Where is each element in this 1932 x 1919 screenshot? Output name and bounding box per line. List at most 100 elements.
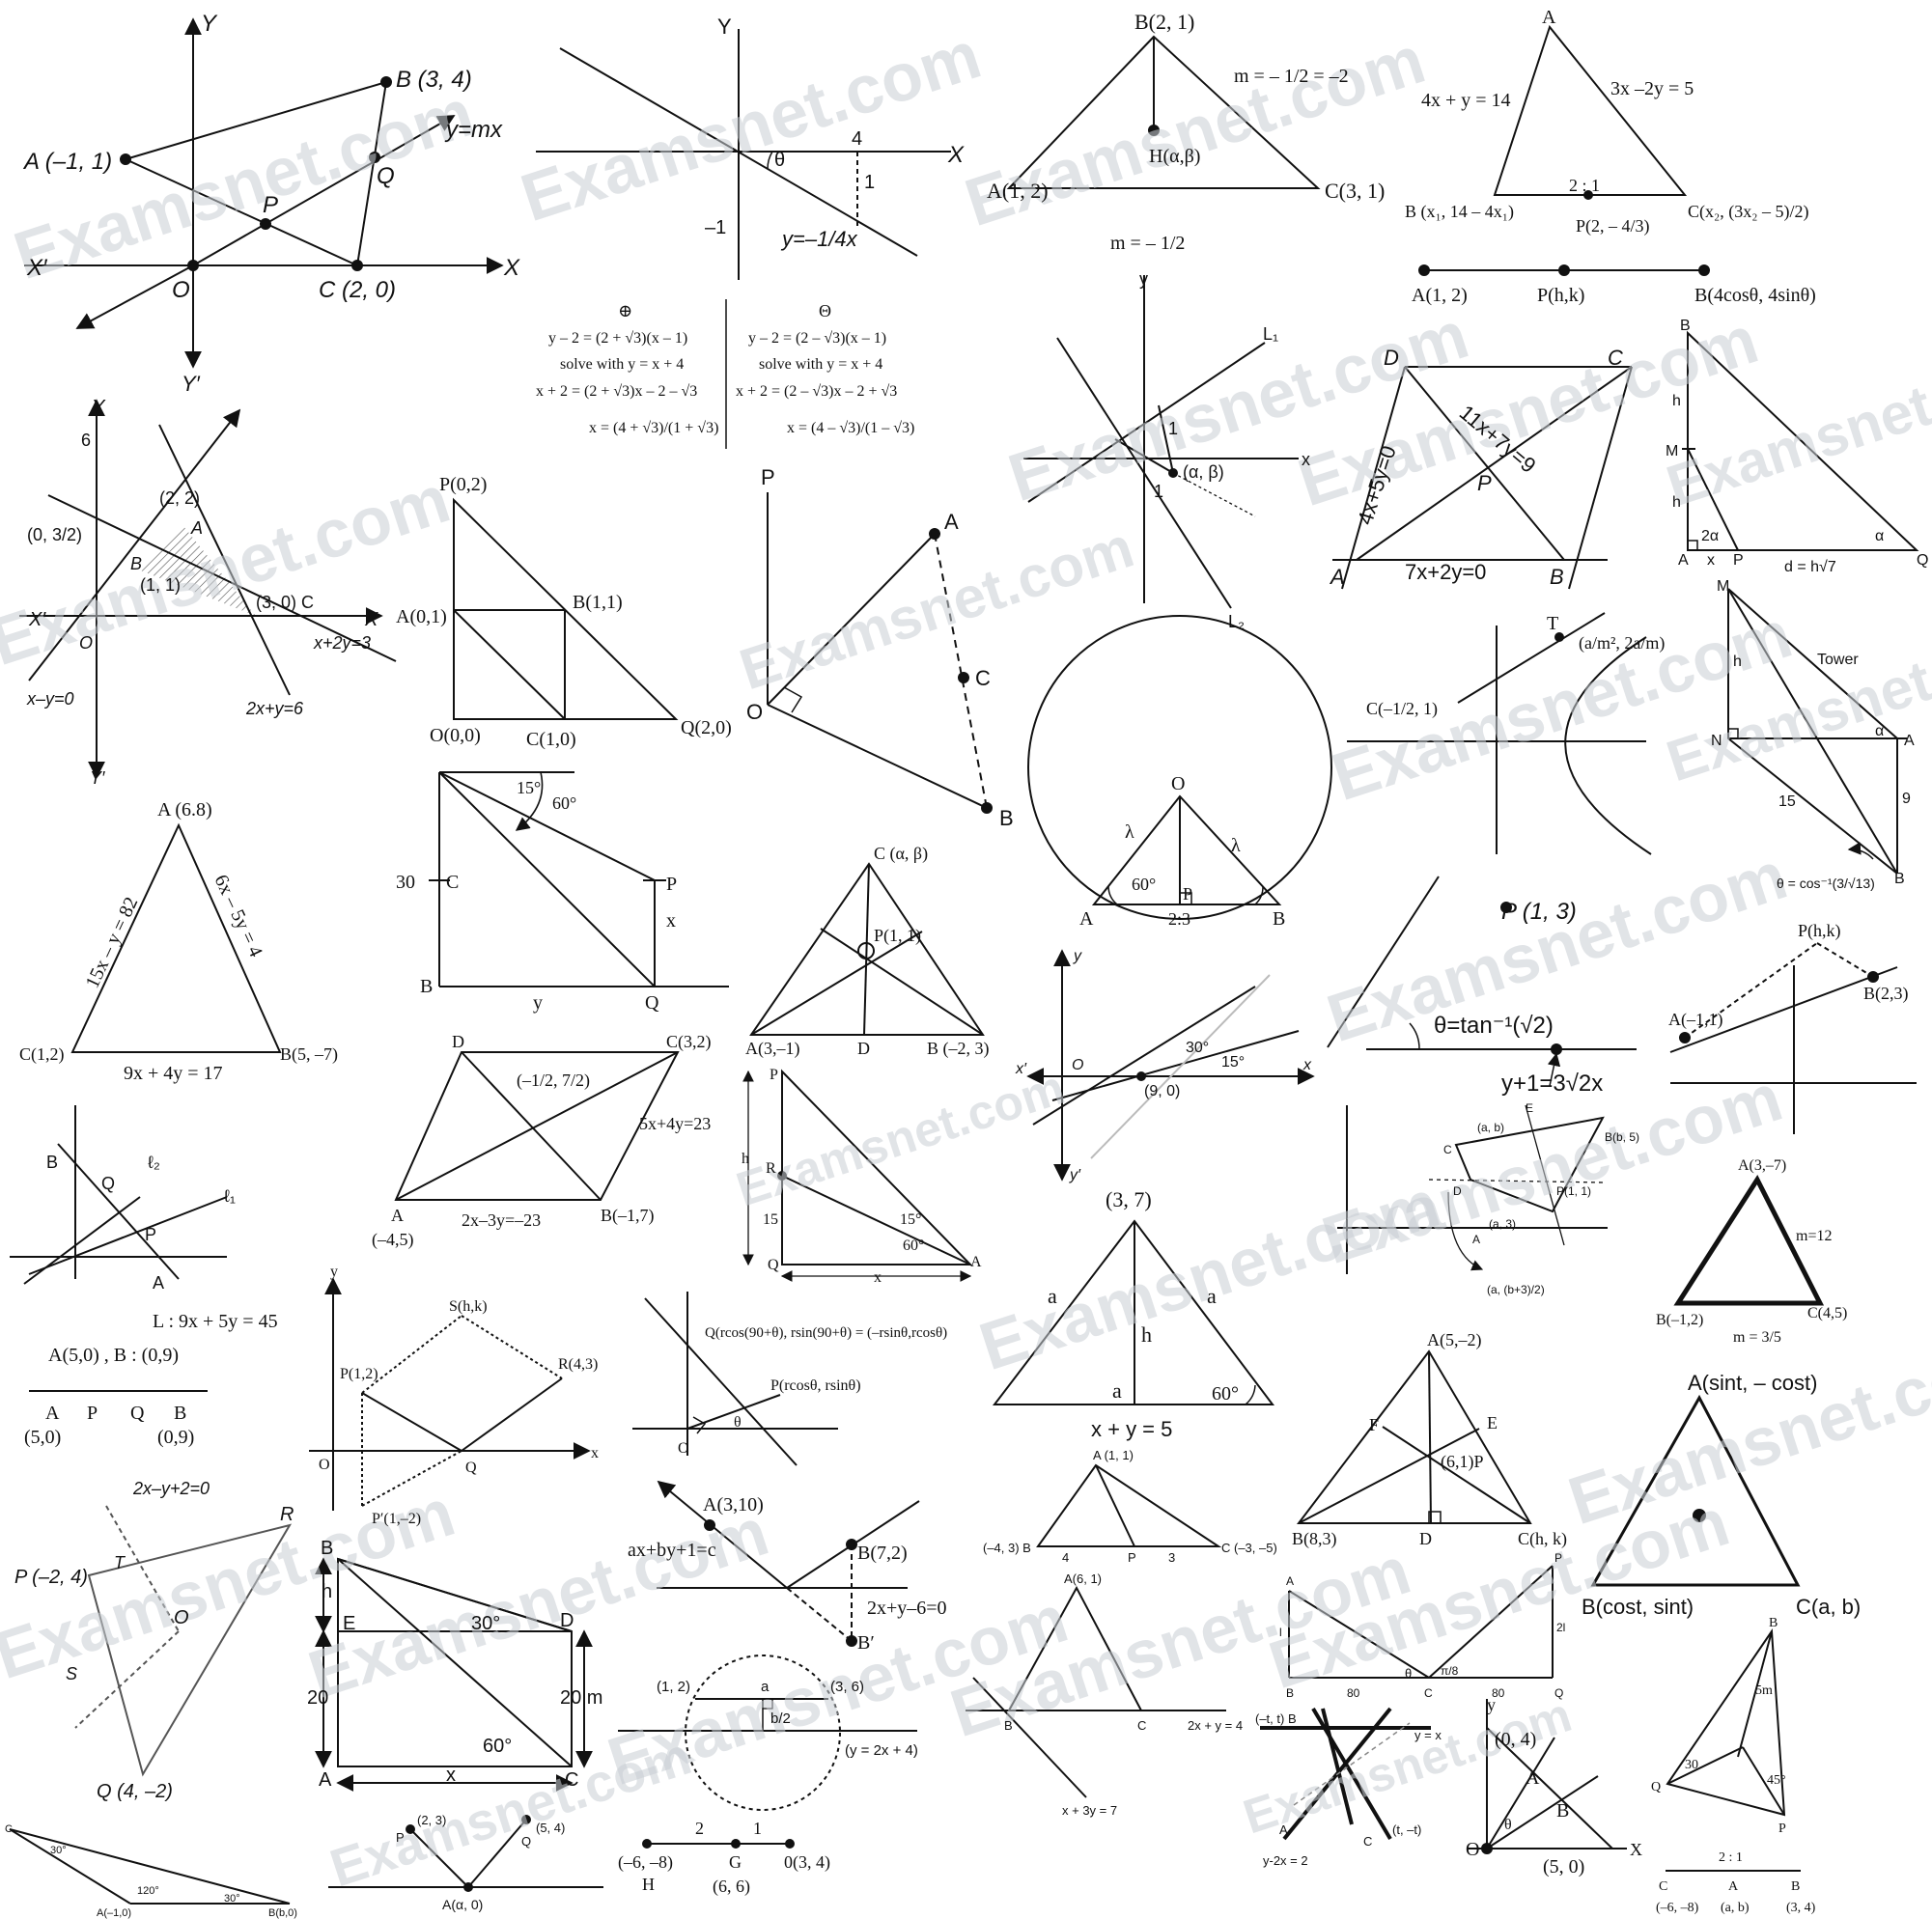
label: h	[1733, 654, 1742, 670]
label: B (–2, 3)	[927, 1039, 990, 1059]
label: B	[1556, 1800, 1569, 1822]
label: 1	[1168, 419, 1178, 438]
label: O	[746, 700, 763, 724]
label: Q	[377, 163, 395, 189]
label: 4	[1062, 1550, 1069, 1565]
label: Q(2,0)	[681, 717, 732, 738]
label: 20	[307, 1687, 328, 1709]
label: (9, 0)	[1144, 1083, 1180, 1099]
label: 7x+2y=0	[1405, 560, 1486, 584]
label: A	[1079, 908, 1094, 930]
panel-triangle-side-equations	[70, 822, 282, 1053]
label: H(α,β)	[1149, 146, 1200, 167]
label: Q	[465, 1460, 477, 1476]
label: C(3,2)	[666, 1032, 712, 1052]
label: x = (4 – √3)/(1 – √3)	[787, 420, 914, 436]
label: x	[446, 1765, 456, 1786]
label: 15°	[517, 778, 541, 797]
label: a	[1207, 1284, 1217, 1308]
label: (y = 2x + 4)	[845, 1742, 918, 1759]
label: A(3,10)	[703, 1494, 764, 1516]
panel-triangle-120	[9, 1828, 291, 1905]
label: (3, 7)	[1106, 1187, 1152, 1211]
label: Y	[717, 14, 732, 39]
label: L₁	[1263, 324, 1278, 344]
label: A	[1286, 1574, 1294, 1588]
label: C (–3, –5)	[1221, 1541, 1277, 1555]
label: x + 2 = (2 + √3)x – 2 – √3	[536, 383, 697, 400]
label: A	[1329, 565, 1345, 589]
label: P	[1183, 884, 1192, 904]
label: D	[452, 1032, 464, 1051]
label: B	[1286, 1686, 1294, 1700]
label: C	[565, 1769, 578, 1791]
label: A(1, 2)	[987, 179, 1049, 203]
label: 0(3, 4)	[784, 1852, 830, 1873]
label: A	[944, 510, 959, 534]
label: C	[1424, 1686, 1433, 1700]
label: 2x+y=6	[245, 699, 304, 718]
label: P	[145, 1225, 156, 1244]
label: m = 3/5	[1733, 1329, 1781, 1346]
label: y′	[1069, 1167, 1081, 1183]
label: 20 m	[560, 1687, 602, 1709]
label: D	[1453, 1184, 1462, 1198]
label: B(b, 5)	[1605, 1130, 1639, 1144]
panel-axes-04-50	[1468, 1699, 1627, 1854]
label: X	[947, 142, 965, 168]
panel-reflection-p-q	[328, 1815, 603, 1892]
label: C(3, 1)	[1325, 179, 1385, 203]
label: P(h,k)	[1798, 921, 1841, 941]
label: C	[446, 872, 459, 893]
panel-triangle-median-ratio	[1493, 24, 1688, 200]
label: M	[1666, 443, 1678, 459]
label: 4	[852, 128, 862, 150]
label: O	[79, 633, 93, 653]
label: l	[1279, 1626, 1282, 1639]
label: A(3,–1)	[745, 1039, 800, 1059]
label: X	[1630, 1840, 1642, 1859]
label: θ	[734, 1414, 742, 1431]
label: b/2	[770, 1710, 791, 1727]
label: R	[280, 1504, 294, 1525]
label: 2α	[1701, 528, 1719, 544]
label: B	[1791, 1879, 1800, 1894]
watermark: Examsnet.com	[6, 74, 483, 293]
panel-two-angles-tower	[1682, 330, 1919, 551]
label: A(–1,0)	[97, 1907, 131, 1919]
label: A	[153, 1273, 164, 1293]
label: 2	[695, 1819, 704, 1838]
label: A(sint, – cost)	[1688, 1371, 1817, 1395]
label: h	[1141, 1322, 1152, 1347]
label: d = h√7	[1784, 559, 1836, 575]
label: (–1/2, 7/2)	[517, 1071, 590, 1091]
label: π/8	[1441, 1664, 1459, 1678]
label: P(1, 1)	[874, 926, 921, 946]
label: ax+by+1=c	[628, 1540, 716, 1561]
panel-triangle-orthocentre	[1006, 35, 1321, 189]
label: C(4,5)	[1807, 1305, 1847, 1321]
label: L : 9x + 5y = 45	[153, 1311, 278, 1332]
label: x	[1302, 450, 1310, 469]
label: θ	[1405, 1666, 1412, 1681]
label: 1	[1154, 482, 1163, 501]
label: C	[975, 666, 991, 690]
label: X	[503, 255, 520, 281]
panel-reflection-rectangle	[1337, 1104, 1608, 1274]
label: m = – 1/2 = –2	[1234, 66, 1349, 87]
label: (–6, –8)	[1656, 1901, 1699, 1915]
label: y	[533, 992, 543, 1014]
label: B(2, 1)	[1134, 10, 1194, 34]
label: α	[1875, 723, 1884, 739]
label: Q	[101, 1174, 115, 1193]
panel-reflection-p-r	[309, 1277, 591, 1511]
watermark: Examsnet.com	[971, 1165, 1448, 1384]
label: (0, 4)	[1495, 1729, 1536, 1750]
label: x	[874, 1269, 882, 1286]
label: 80	[1492, 1686, 1505, 1700]
label: 5x+4y=23	[639, 1114, 711, 1133]
label: C(h, k)	[1518, 1529, 1567, 1549]
label: Y′	[90, 768, 105, 788]
watermark: Examsnet.com	[732, 515, 1140, 703]
